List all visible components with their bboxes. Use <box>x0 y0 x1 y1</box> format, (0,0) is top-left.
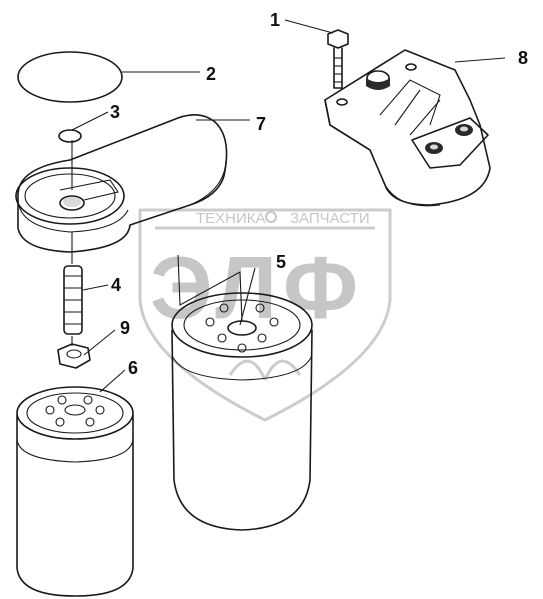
callout-8: 8 <box>518 48 528 68</box>
callout-9: 9 <box>120 318 130 338</box>
callout-6: 6 <box>128 358 138 378</box>
callout-3: 3 <box>110 102 120 122</box>
part-4-valve <box>63 265 83 335</box>
watermark: ТЕХНИКА ЗАПЧАСТИ ЭЛФ <box>138 208 392 422</box>
part-1-bolt <box>327 29 349 89</box>
callout-1: 1 <box>270 10 280 30</box>
callout-2: 2 <box>206 64 216 84</box>
part-6-small-filter <box>16 386 134 597</box>
watermark-letters: ЭЛФ <box>150 238 364 337</box>
callout-4: 4 <box>111 275 121 295</box>
callout-7: 7 <box>256 114 266 134</box>
part-7-filter-head <box>15 114 228 253</box>
part-5-large-filter <box>171 292 313 531</box>
part-2-cap <box>17 51 123 103</box>
part-8-bracket <box>324 49 491 207</box>
part-9-nut <box>57 343 91 369</box>
watermark-text-right: ЗАПЧАСТИ <box>290 210 370 227</box>
gear-icon <box>265 211 277 223</box>
callout-5: 5 <box>276 252 286 272</box>
part-3-oring <box>58 129 82 143</box>
leader-lines <box>71 19 506 393</box>
watermark-text-left: ТЕХНИКА <box>196 210 266 227</box>
callout-labels: 1 2 3 4 5 6 7 8 9 <box>110 10 528 378</box>
